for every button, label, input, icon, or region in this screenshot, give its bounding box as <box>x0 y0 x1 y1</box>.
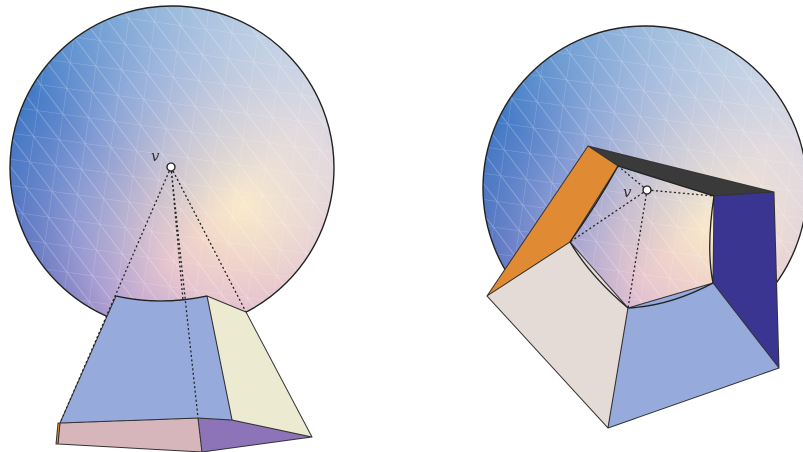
left-figure: v <box>9 5 335 452</box>
left-blue-face <box>59 295 233 424</box>
left-dotted-edges <box>59 166 247 424</box>
right-edge-3 <box>627 189 648 309</box>
right-opening-outline <box>569 165 715 309</box>
left-sphere <box>9 5 335 331</box>
left-edge-3 <box>170 166 247 313</box>
left-vertex-point <box>166 162 176 172</box>
right-blue-face <box>607 282 780 429</box>
right-dotted-edges <box>569 165 715 309</box>
left-vertex-label: v <box>151 147 160 165</box>
left-truncated-pyramid <box>55 295 313 452</box>
left-pyramid-top-arc <box>115 295 208 302</box>
left-bottom-pink-face <box>57 417 203 452</box>
left-edge-1 <box>59 166 172 424</box>
right-pyramid <box>486 145 780 429</box>
right-edge-1 <box>617 165 648 191</box>
left-bottom-orange-sliver <box>55 422 61 445</box>
right-vertex-label: v <box>623 183 632 201</box>
right-figure: v <box>482 25 803 429</box>
left-edge-2 <box>170 166 199 419</box>
right-edge-2 <box>569 189 648 243</box>
right-vertex-point <box>642 185 652 195</box>
